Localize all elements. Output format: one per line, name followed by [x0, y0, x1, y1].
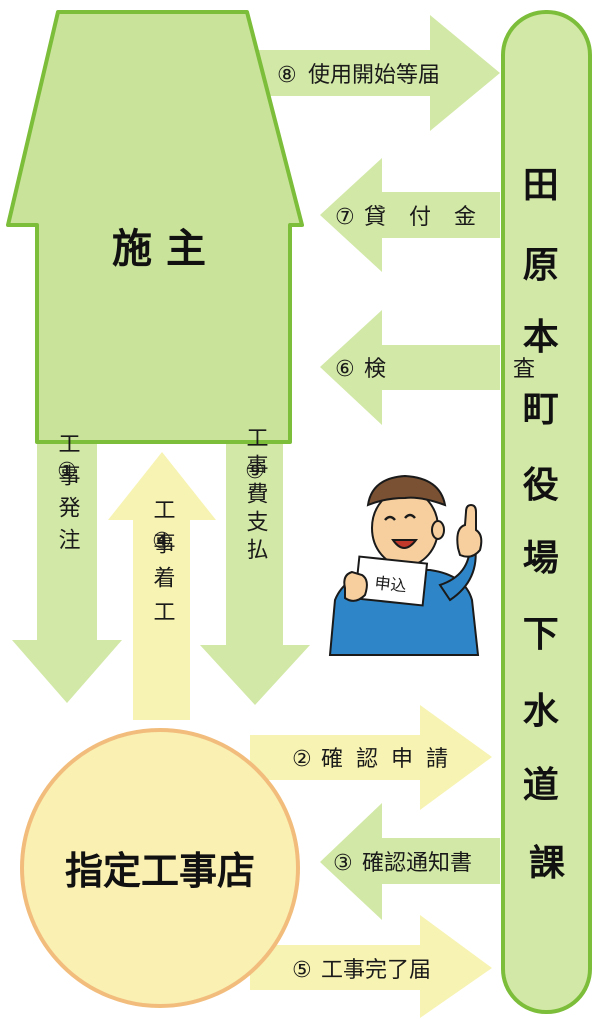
office-char: 町 [523, 389, 559, 430]
flow-num-8: ⑧ [277, 63, 297, 88]
card-text: 申込 [374, 573, 408, 595]
arrow-completion [250, 915, 492, 1018]
office-char: 本 [523, 317, 559, 358]
flow-num-3: ③ [333, 851, 353, 876]
flow-num-7: ⑦ [335, 205, 355, 230]
contractor-title: 指定工事店 [65, 849, 255, 893]
owner-title: 施 主 [112, 226, 206, 272]
flow-num-9: ⑨ [245, 459, 265, 484]
flow-label-2: 確 認 申 請 [321, 747, 451, 772]
contractor-circle [20, 728, 300, 1008]
right-eye [404, 513, 416, 519]
arrow-payment [200, 440, 310, 705]
office-char: 下 [523, 614, 559, 655]
flow-label-7: 貸 付 金 [364, 205, 484, 230]
office-char: 田 [523, 165, 559, 206]
cap [366, 474, 447, 507]
flow-label-6: 検 査 [364, 357, 595, 382]
office-title: 田 原 本 町 役 場 下 水 道 課 [523, 165, 572, 884]
flow-num-2: ② [292, 747, 312, 772]
flow-num-6: ⑥ [335, 357, 355, 382]
mouth [391, 539, 419, 549]
arrow-inspection [320, 310, 500, 425]
flow-label-3: 確認通知書 [362, 851, 472, 876]
flow-label-5: 工事完了届 [321, 958, 431, 983]
flow-label-1: 工事発注 [55, 432, 81, 560]
arrow-loan [320, 158, 500, 272]
office-column [501, 10, 592, 1014]
office-char: 場 [523, 538, 559, 579]
left-eye [384, 515, 396, 521]
office-char: 課 [529, 843, 565, 884]
flow-num-5: ⑤ [292, 958, 312, 983]
arrow-confirm-notice [320, 803, 500, 920]
flow-label-9: 工事費支払 [243, 426, 269, 566]
holding-hand [343, 570, 368, 602]
ear [431, 520, 445, 540]
office-char: 役 [523, 465, 559, 506]
pointing-hand [456, 503, 483, 558]
flow-label-4: 工事着工 [150, 498, 176, 634]
office-char: 水 [523, 691, 560, 732]
flow-num-4: ④ [152, 529, 172, 554]
flow-num-1: ① [57, 459, 77, 484]
office-char: 原 [523, 245, 559, 286]
owner-house [6, 10, 304, 444]
office-char: 道 [523, 765, 559, 806]
arrow-order [12, 440, 122, 703]
arrow-usage-start [250, 15, 500, 131]
arrow-start-work [108, 452, 216, 720]
flow-label-8: 使用開始等届 [308, 63, 440, 88]
arrow-confirm-apply [250, 705, 492, 810]
applicant-illustration: 申込 [328, 474, 483, 656]
